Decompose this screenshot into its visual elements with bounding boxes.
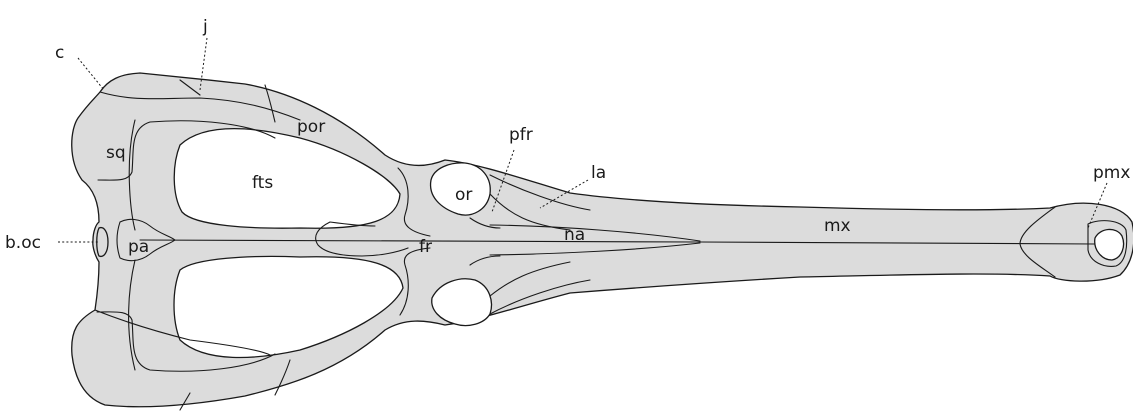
label-pfr: pfr bbox=[509, 125, 533, 145]
label-sq: sq bbox=[106, 143, 126, 163]
label-pa: pa bbox=[128, 237, 149, 257]
label-b-oc: b.oc bbox=[5, 233, 41, 253]
basioccipital bbox=[97, 228, 108, 257]
label-pmx: pmx bbox=[1093, 163, 1130, 183]
label-na: na bbox=[564, 225, 585, 245]
label-mx: mx bbox=[824, 216, 851, 236]
leader-c bbox=[78, 58, 104, 90]
label-fr: fr bbox=[419, 237, 432, 257]
label-fts: fts bbox=[252, 173, 273, 193]
label-j: j bbox=[202, 17, 208, 37]
label-c: c bbox=[55, 43, 64, 63]
label-por: por bbox=[297, 117, 325, 137]
label-or: or bbox=[455, 185, 472, 205]
label-la: la bbox=[591, 163, 606, 183]
